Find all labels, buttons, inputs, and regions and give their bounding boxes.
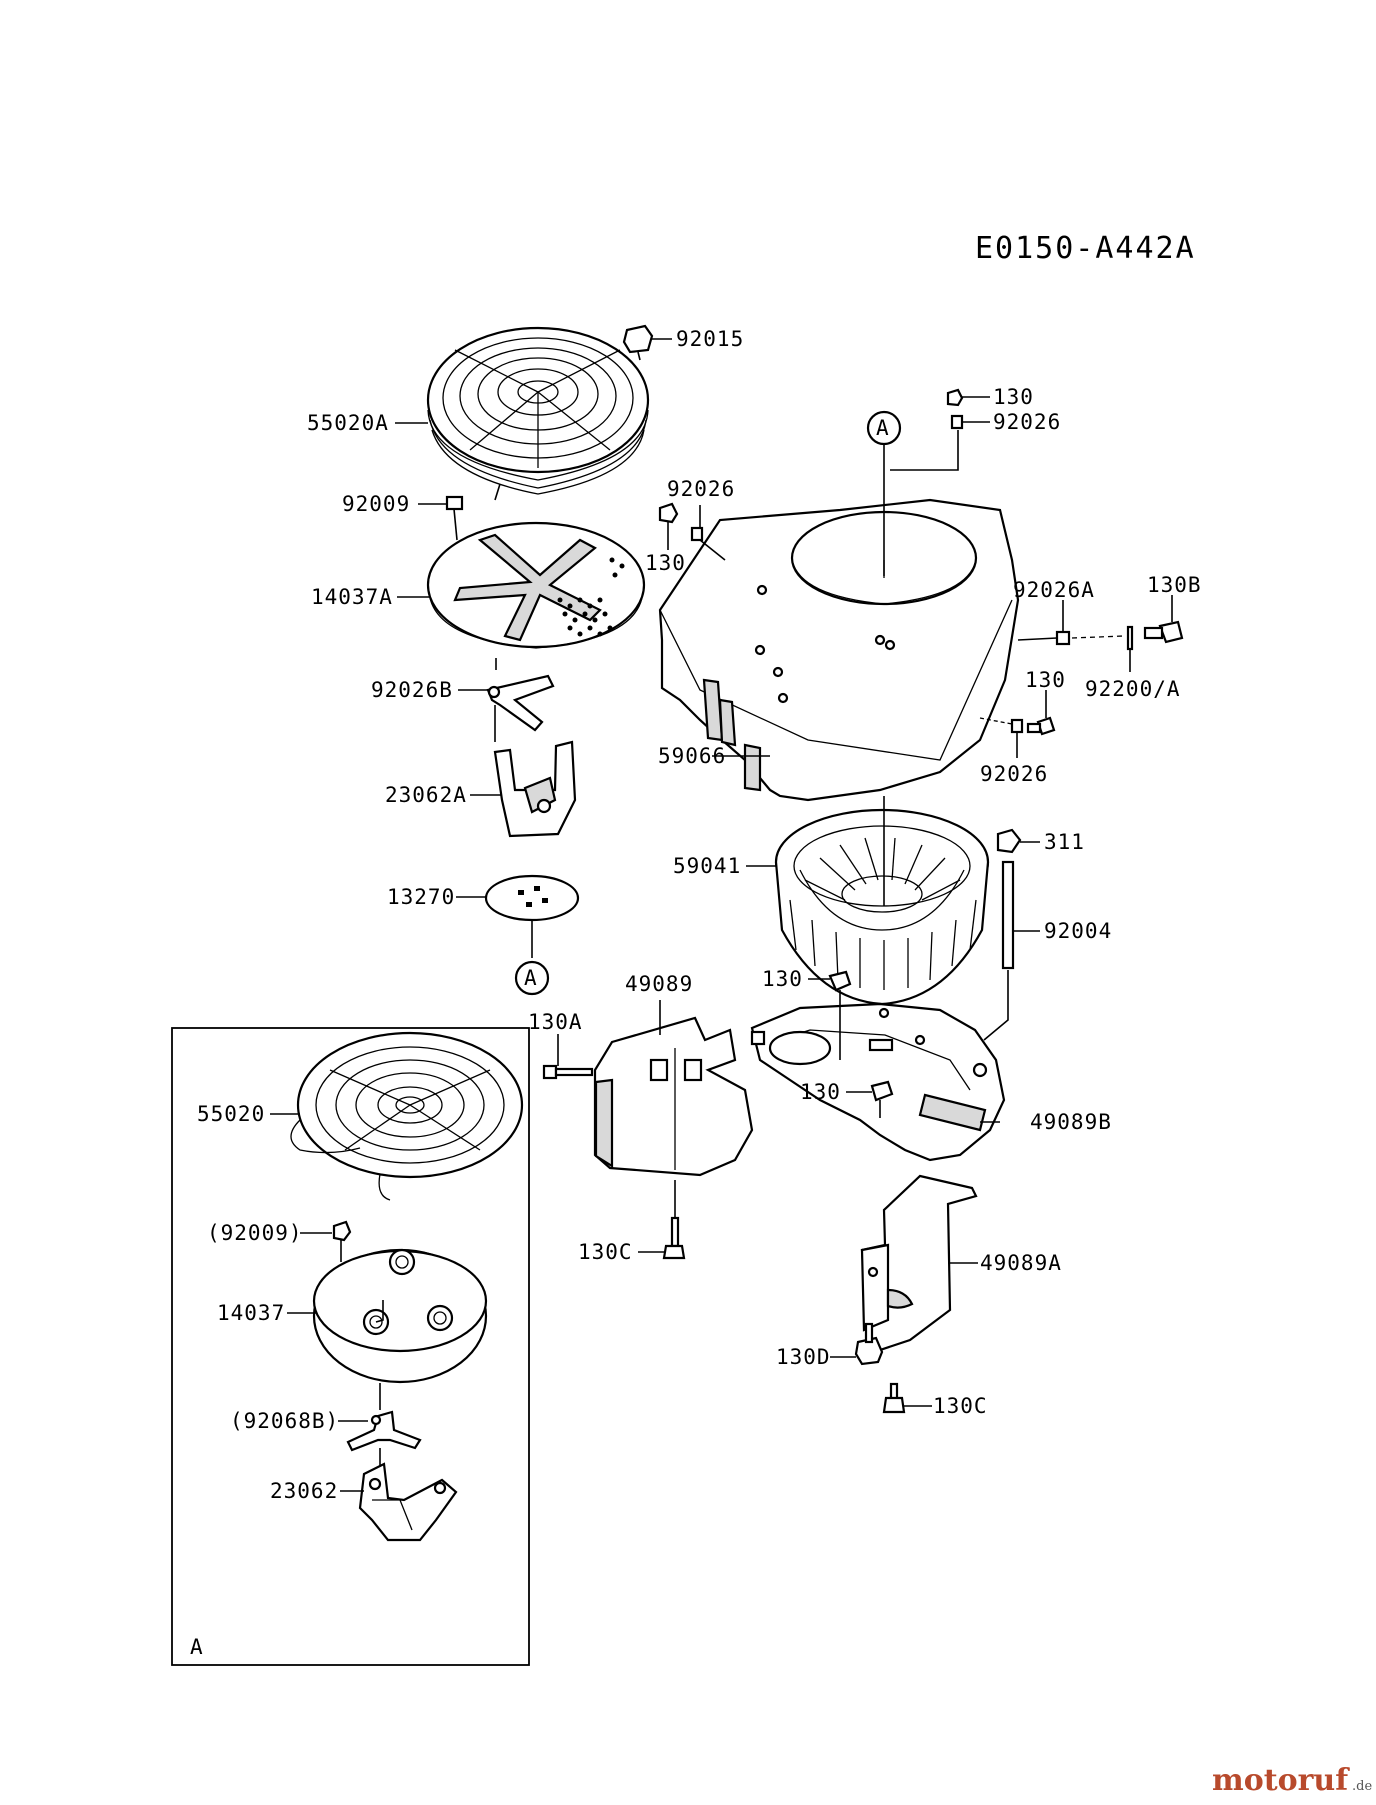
label-130B: 130B — [1147, 573, 1202, 597]
label-92200A: 92200/A — [1085, 677, 1181, 701]
label-92026A: 92026A — [1013, 578, 1095, 602]
screen-55020A: 55020A — [307, 326, 650, 501]
label-49089: 49089 — [625, 972, 693, 996]
bolt-130A: 130A — [528, 1010, 594, 1080]
watermark-logo: motoruf .de — [1212, 1763, 1372, 1798]
shield-49089: 49089 — [593, 972, 754, 1177]
bolt-130-top: 130 — [946, 385, 1034, 409]
plate-14037: 14037 — [217, 1248, 488, 1410]
label-55020: 55020 — [197, 1102, 265, 1126]
label-92009: 92009 — [342, 492, 410, 516]
label-92026-top: 92026 — [993, 410, 1061, 434]
watermark-suffix: .de — [1352, 1779, 1372, 1794]
collar-92026A: 92026A — [1013, 578, 1125, 646]
label-92068B: (92068B) — [230, 1409, 339, 1433]
label-49089A: 49089A — [980, 1251, 1062, 1275]
reference-marker-lower: A — [514, 960, 550, 996]
label-130-fan: 130 — [762, 967, 803, 991]
label-14037A: 14037A — [311, 585, 393, 609]
marker-a-upper: A — [876, 416, 890, 440]
label-130-guard: 130 — [800, 1080, 841, 1104]
bracket-23062: 23062 — [270, 1462, 458, 1542]
bolt-130C-left: 130C — [578, 1180, 686, 1264]
bracket-23062A: 23062A — [385, 740, 577, 838]
spider-92026B: 92026B — [371, 658, 555, 742]
pin-92200A: 92200/A — [1085, 625, 1181, 701]
spider-92068B: (92068B) — [230, 1409, 422, 1468]
diagram-code: E0150-A442A — [975, 231, 1196, 266]
bolt-92009: 92009 — [342, 492, 464, 541]
watermark-name: motoruf — [1212, 1763, 1350, 1798]
label-130-right: 130 — [1025, 668, 1066, 692]
label-55020A: 55020A — [307, 411, 389, 435]
label-92026-right: 92026 — [980, 762, 1048, 786]
marker-a-lower: A — [524, 966, 538, 990]
label-13270: 13270 — [387, 885, 455, 909]
label-59041: 59041 — [673, 854, 741, 878]
inset-frame — [171, 1027, 530, 1666]
screen-55020: 55020 — [197, 1031, 524, 1201]
label-49089B: 49089B — [1030, 1110, 1112, 1134]
bolt-130C-right: 130C — [882, 1382, 988, 1418]
label-130-mid: 130 — [645, 551, 686, 575]
label-130C-right: 130C — [933, 1394, 988, 1418]
label-130A: 130A — [528, 1010, 583, 1034]
guard-49089B: 49089B — [750, 1002, 1112, 1162]
label-14037: 14037 — [217, 1301, 285, 1325]
housing-59066: 59066 — [658, 498, 1020, 802]
bolt-130D: 130D — [776, 1322, 884, 1369]
collar-92026-mid: 92026 — [667, 477, 735, 561]
collar-92026-top: 92026 — [950, 410, 1061, 434]
collar-92026-right: 92026 — [979, 717, 1048, 786]
label-130C-left: 130C — [578, 1240, 633, 1264]
plate-13270: 13270 — [387, 874, 580, 958]
label-92015: 92015 — [676, 327, 744, 351]
fan-59041: 59041 — [673, 796, 990, 1006]
bolt-130-mid: 130 — [645, 502, 686, 575]
label-23062: 23062 — [270, 1479, 338, 1503]
label-130-top: 130 — [993, 385, 1034, 409]
label-92009-alt: (92009) — [207, 1221, 303, 1245]
nut-92015: 92015 — [622, 324, 744, 354]
reference-marker-upper: A — [866, 410, 959, 576]
label-92026B: 92026B — [371, 678, 453, 702]
bolt-130-guard: 130 — [800, 1080, 894, 1118]
label-59066: 59066 — [658, 744, 726, 768]
bolt-130B: 130B — [1143, 573, 1202, 644]
label-311: 311 — [1044, 830, 1085, 854]
label-92004: 92004 — [1044, 919, 1112, 943]
label-130D: 130D — [776, 1345, 831, 1369]
duct-49089A: 49089A — [860, 1174, 1062, 1356]
plate-14037A: 14037A — [311, 521, 646, 649]
bolt-92009-alt: (92009) — [207, 1220, 352, 1262]
label-92026-mid: 92026 — [667, 477, 735, 501]
bolt-130-fan: 130 — [762, 967, 852, 1060]
nut-311: 311 — [996, 828, 1085, 854]
bolt-130-right: 130 — [1025, 668, 1066, 736]
stud-92004: 92004 — [983, 860, 1112, 1041]
inset-label: A — [190, 1635, 204, 1659]
label-23062A: 23062A — [385, 783, 467, 807]
